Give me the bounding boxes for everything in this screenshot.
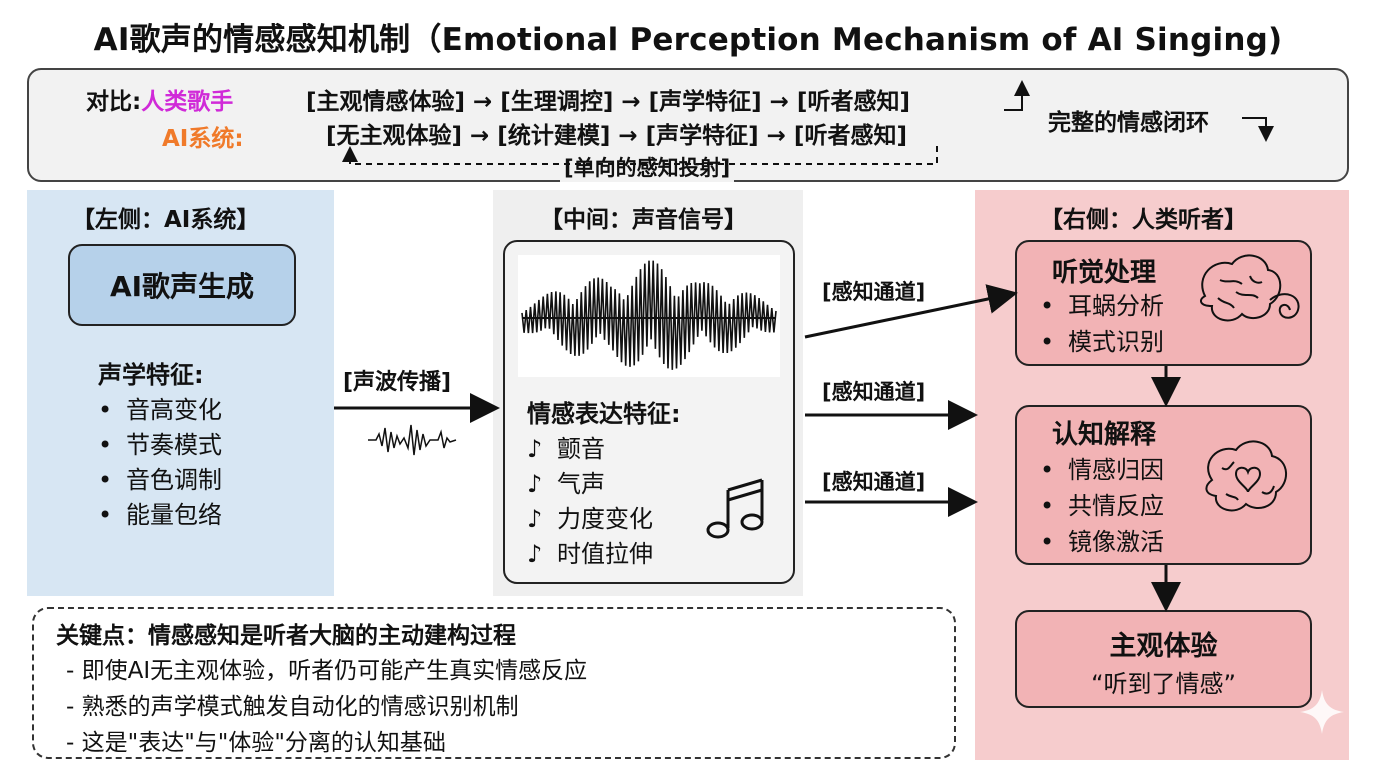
list-item: 共情反应 — [1040, 488, 1164, 524]
sparkle-icon — [1300, 690, 1344, 734]
right-panel-header: 【右侧：人类听者】 — [1040, 207, 1247, 233]
list-item: 镜像激活 — [1040, 524, 1164, 560]
acoustic-features-title: 声学特征: — [98, 361, 204, 389]
subjective-experience-title: 主观体验 — [1109, 631, 1218, 662]
cognitive-interpretation-title: 认知解释 — [1052, 420, 1157, 450]
key-points-title: 关键点：情感感知是听者大脑的主动建构过程 — [56, 623, 516, 649]
brain-heart-icon — [1205, 440, 1287, 512]
cognitive-items: 情感归因 共情反应 镜像激活 — [1040, 452, 1164, 560]
subjective-experience-quote: “听到了情感” — [1091, 670, 1236, 698]
list-item: 节奏模式 — [98, 428, 222, 463]
acoustic-features-list: 声学特征: 音高变化 节奏模式 音色调制 能量包络 — [98, 358, 222, 533]
list-item: 时值拉伸 — [527, 537, 681, 572]
list-item: 音高变化 — [98, 393, 222, 428]
page-title: AI歌声的情感感知机制（Emotional Perception Mechani… — [93, 22, 1283, 58]
list-item: 音色调制 — [98, 463, 222, 498]
sound-propagation-label: [声波传播] — [343, 370, 452, 395]
waveform-line — [521, 260, 777, 370]
human-chain: [主观情感体验] → [生理调控] → [声学特征] → [听者感知] — [306, 89, 910, 115]
ai-singing-generation-box: AI歌声生成 — [68, 244, 296, 326]
loop-down-arrow — [1242, 117, 1274, 142]
emotion-features-list: 情感表达特征: 颤音 气声 力度变化 时值拉伸 — [527, 397, 681, 572]
list-item: 模式识别 — [1040, 324, 1164, 360]
key-point-line: - 熟悉的声学模式触发自动化的情感识别机制 — [66, 694, 519, 720]
perception-channel-label-2: [感知通道] — [822, 380, 926, 404]
list-item: 情感归因 — [1040, 452, 1164, 488]
perception-channel-label-1: [感知通道] — [822, 280, 926, 304]
left-panel-header: 【左侧：AI系统】 — [72, 207, 260, 233]
human-singer-label: 人类歌手 — [141, 89, 234, 115]
emotion-features-title: 情感表达特征: — [527, 400, 681, 428]
emotion-loop-label: 完整的情感闭环 — [1048, 110, 1209, 136]
auditory-items: 耳蜗分析 模式识别 — [1040, 288, 1164, 360]
ai-system-label: AI系统: — [162, 126, 244, 152]
projection-dashed-line — [342, 146, 938, 165]
brain-ear-icon — [1200, 254, 1300, 322]
ai-chain: [无主观体验] → [统计建模] → [声学特征] → [听者感知] — [326, 123, 907, 149]
list-item: 力度变化 — [527, 502, 681, 537]
list-item: 气声 — [527, 467, 681, 502]
perception-channel-label-3: [感知通道] — [822, 470, 926, 494]
key-point-line: - 即使AI无主观体验，听者仍可能产生真实情感反应 — [66, 658, 588, 684]
perception-channel-arrow-1 — [804, 284, 1018, 339]
key-point-line: - 这是"表达"与"体验"分离的认知基础 — [66, 730, 446, 756]
comparison-human-row: 对比:人类歌手 — [86, 82, 233, 116]
auditory-processing-title: 听觉处理 — [1052, 258, 1157, 288]
list-item: 耳蜗分析 — [1040, 288, 1164, 324]
comparison-label: 对比: — [86, 89, 142, 115]
projection-label: [单向的感知投射] — [560, 152, 735, 182]
loop-up-arrow — [1004, 80, 1030, 111]
key-points-box — [32, 607, 956, 759]
music-note-icon — [706, 478, 764, 539]
small-wave-icon — [368, 424, 457, 456]
list-item: 能量包络 — [98, 498, 222, 533]
middle-panel-header: 【中间：声音信号】 — [540, 207, 747, 233]
waveform-graphic — [521, 260, 777, 370]
list-item: 颤音 — [527, 432, 681, 467]
subjective-experience-box — [1015, 610, 1312, 708]
